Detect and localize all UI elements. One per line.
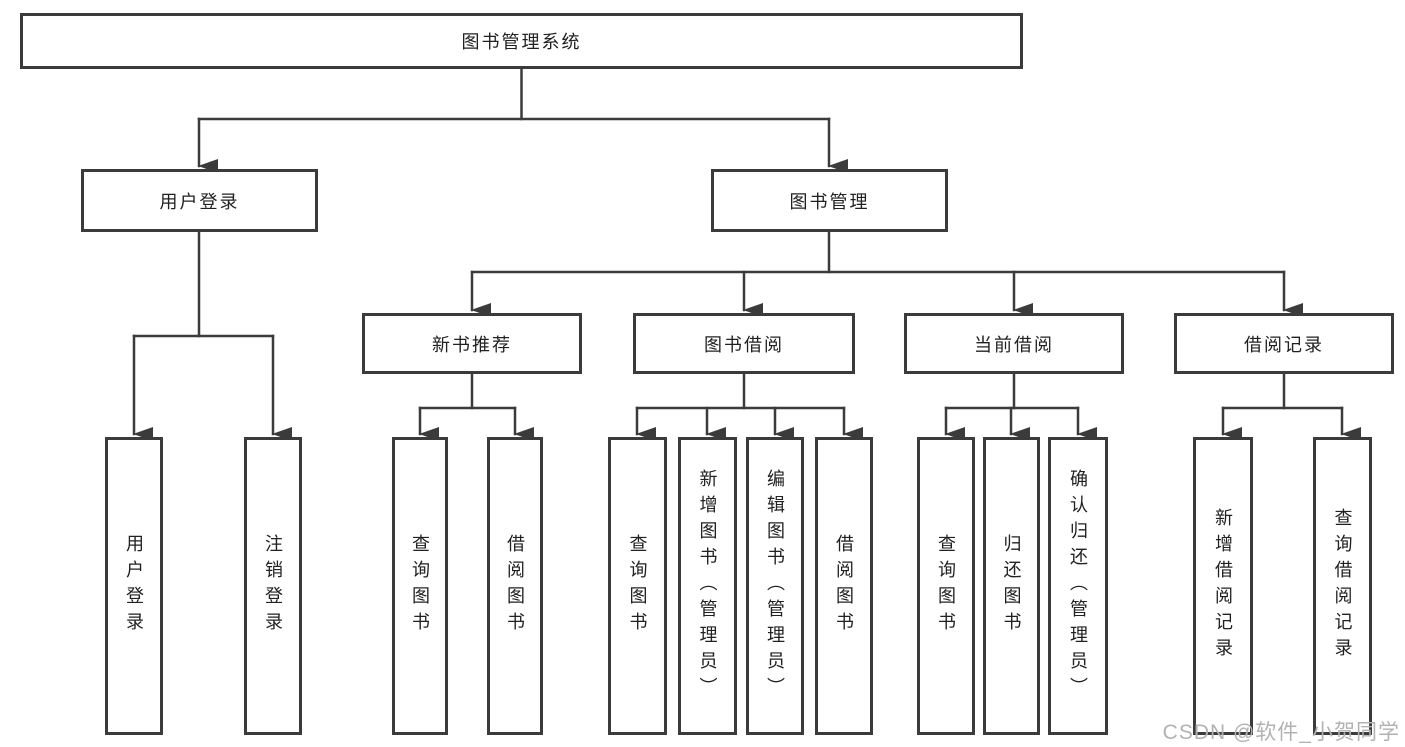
connector-user-login-to-leaves [132, 230, 292, 441]
node-label: 借阅图书 [505, 534, 525, 638]
connector-new-book-recommend-to-leaves [418, 372, 534, 441]
node-label: 用户登录 [124, 534, 144, 638]
leaf-query-books-recommend: 查询图书 [392, 437, 448, 735]
node-label: 查询图书 [627, 534, 648, 638]
node-label: 编辑图书（管理员） [765, 469, 785, 703]
connector-book-borrowing-to-leaves [635, 372, 863, 441]
csdn-watermark: CSDN @软件_小贺同学 [1162, 721, 1400, 744]
node-label: 图书管理系统 [461, 32, 582, 52]
leaf-edit-book-admin: 编辑图书（管理员） [746, 437, 804, 735]
node-label: 查询图书 [936, 534, 956, 638]
node-user-login: 用户登录 [81, 169, 318, 232]
node-label: 新增图书（管理员） [697, 469, 718, 703]
node-label: 图书借阅 [704, 334, 784, 355]
node-label: 当前借阅 [974, 334, 1054, 355]
node-label: 借阅记录 [1244, 334, 1324, 355]
node-label: 确认归还（管理员） [1068, 469, 1088, 703]
leaf-borrow-books-borrowing: 借阅图书 [815, 437, 873, 735]
leaf-query-books-borrowing: 查询图书 [608, 437, 667, 735]
leaf-query-books-current: 查询图书 [917, 437, 975, 735]
leaf-user-login: 用户登录 [105, 437, 163, 735]
leaf-add-book-admin: 新增图书（管理员） [678, 437, 737, 735]
node-label: 查询借阅记录 [1332, 508, 1353, 664]
connector-book-management-to-level3 [470, 230, 1303, 317]
leaf-logout: 注销登录 [244, 437, 302, 735]
connector-current-borrowing-to-leaves [944, 372, 1097, 441]
leaf-query-borrow-record: 查询借阅记录 [1313, 437, 1372, 735]
leaf-return-books: 归还图书 [983, 437, 1040, 735]
node-library-management-system: 图书管理系统 [20, 13, 1023, 69]
connector-root-to-level2 [197, 67, 848, 173]
node-label: 查询图书 [410, 534, 430, 638]
leaf-borrow-books-recommend: 借阅图书 [487, 437, 543, 735]
node-borrowing-records: 借阅记录 [1174, 313, 1394, 374]
node-new-book-recommend: 新书推荐 [362, 313, 582, 374]
node-label: 图书管理 [789, 191, 870, 212]
node-book-management: 图书管理 [711, 169, 948, 232]
node-current-borrowing: 当前借阅 [904, 313, 1124, 374]
connector-borrowing-records-to-leaves [1221, 372, 1361, 441]
leaf-add-borrow-record: 新增借阅记录 [1193, 437, 1253, 735]
leaf-confirm-return-admin: 确认归还（管理员） [1048, 437, 1108, 735]
node-label: 注销登录 [263, 534, 283, 638]
node-label: 新增借阅记录 [1213, 508, 1233, 664]
node-label: 新书推荐 [432, 334, 512, 355]
node-book-borrowing: 图书借阅 [633, 313, 855, 374]
node-label: 借阅图书 [834, 534, 854, 638]
node-label: 归还图书 [1001, 534, 1022, 638]
node-label: 用户登录 [159, 191, 240, 212]
